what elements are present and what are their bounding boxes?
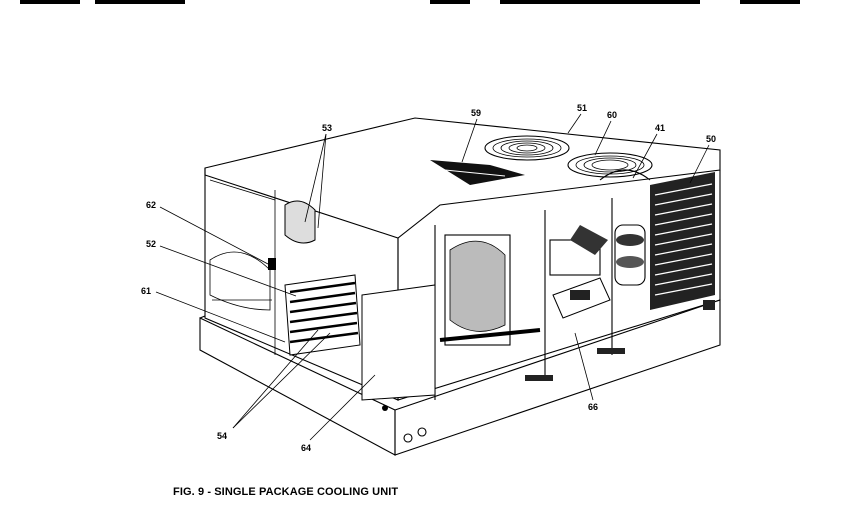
- callout-66: 66: [574, 332, 598, 412]
- svg-text:62: 62: [146, 200, 156, 210]
- svg-text:53: 53: [322, 123, 332, 133]
- svg-text:60: 60: [607, 110, 617, 120]
- callout-54: 54: [217, 329, 331, 441]
- control-box: [552, 277, 611, 319]
- callout-60: 60: [594, 110, 617, 156]
- callout-59: 59: [461, 108, 481, 163]
- evaporator-coil: [284, 274, 361, 356]
- svg-text:41: 41: [655, 123, 665, 133]
- callout-41: 41: [632, 123, 665, 179]
- svg-text:59: 59: [471, 108, 481, 118]
- svg-text:50: 50: [706, 134, 716, 144]
- svg-text:64: 64: [301, 443, 311, 453]
- compressor: [599, 169, 651, 286]
- svg-text:66: 66: [588, 402, 598, 412]
- svg-text:54: 54: [217, 431, 227, 441]
- base-holes: [403, 300, 715, 443]
- callout-53: 53: [304, 123, 332, 229]
- top-louver-panel: [430, 160, 525, 185]
- svg-text:51: 51: [577, 103, 587, 113]
- callout-62: 62: [146, 200, 269, 265]
- callout-64: 64: [301, 374, 376, 453]
- condenser-fan-grille: [484, 135, 653, 178]
- callout-52: 52: [146, 239, 297, 297]
- callout-61: 61: [141, 286, 286, 343]
- condenser-coil: [650, 172, 715, 310]
- figure-caption: FIG. 9 - SINGLE PACKAGE COOLING UNIT: [173, 486, 399, 498]
- blower-assembly: [439, 225, 608, 346]
- svg-text:52: 52: [146, 239, 156, 249]
- callout-51: 51: [567, 103, 587, 134]
- callout-50: 50: [689, 134, 716, 184]
- scan-artifact-strip: [20, 0, 800, 4]
- svg-text:61: 61: [141, 286, 151, 296]
- access-panel: [361, 284, 436, 411]
